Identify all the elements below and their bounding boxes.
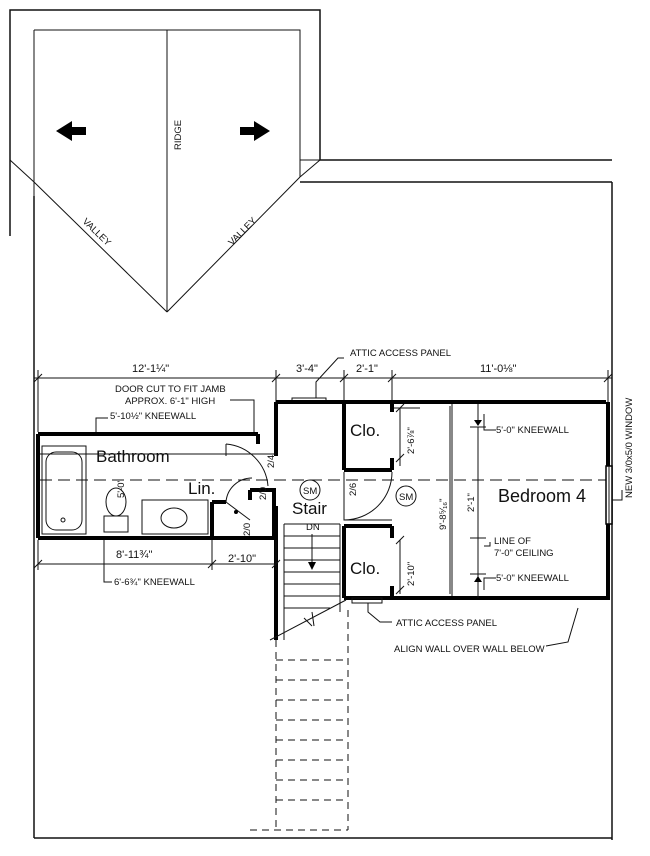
note-window: NEW 3/0x5/0 WINDOW xyxy=(624,398,635,498)
valley-right-label: VALLEY xyxy=(226,215,259,248)
closet-top-dim: 2'-6⅞" xyxy=(394,403,420,466)
dim-bath-width: 12'-1¼" xyxy=(132,363,169,375)
bottom-dimension-line: 8'-11¾" 2'-10" 6'-6¾" KNEEWALL xyxy=(33,540,281,588)
top-dimension-line: 12'-1¼" 3'-4" 2'-1" 11'-0⅛" xyxy=(33,363,613,432)
kneewall-notes: 5'-0" KNEEWALL LINE OF 7'-0" CEILING 5'-… xyxy=(483,414,569,590)
note-kneewall-bottom: 5'-0" KNEEWALL xyxy=(496,573,569,584)
room-bathroom: Bathroom xyxy=(96,447,170,466)
dim-bath-height: 5'-0" xyxy=(116,479,127,498)
note-attic-panel-top: ATTIC ACCESS PANEL xyxy=(350,348,451,359)
stair-below-dashed xyxy=(250,610,349,831)
dim-lower-kneewall: 6'-6¾" KNEEWALL xyxy=(114,577,195,588)
smoke-detector-icon: SM xyxy=(299,479,321,501)
interior-walls xyxy=(210,402,394,598)
exterior-walls xyxy=(36,400,610,640)
dim-closet-width: 2'-1" xyxy=(356,363,378,375)
bedroom-door: 2/6 xyxy=(343,471,393,521)
smoke-label-1: SM xyxy=(303,486,317,497)
dim-bedroom-width: 11'-0⅛" xyxy=(480,363,516,375)
toilet xyxy=(103,487,129,533)
bathtub xyxy=(41,445,87,535)
sink-vanity xyxy=(141,499,209,535)
room-linen: Lin. xyxy=(188,479,215,498)
note-align-wall: ALIGN WALL OVER WALL BELOW xyxy=(394,644,545,655)
room-bedroom-4: Bedroom 4 xyxy=(498,486,586,506)
bedroom-depth-dim: 9'-8⁵⁄₁₆" xyxy=(438,406,451,594)
dim-door-2-6: 2/6 xyxy=(348,483,359,496)
dim-linen-bottom: 2'-10" xyxy=(228,553,256,565)
dim-stair-width: 3'-4" xyxy=(296,363,318,375)
bath-door: 2/4 xyxy=(225,443,277,487)
kneewall-lines xyxy=(40,404,606,596)
dim-closet-top-depth: 2'-6⅞" xyxy=(406,427,417,454)
attic-access-panel-bottom: ATTIC ACCESS PANEL xyxy=(351,597,497,629)
smoke-detector-icon: SM xyxy=(395,485,417,507)
note-ceiling-line1: LINE OF xyxy=(494,536,531,547)
stair-dn-arrow xyxy=(308,534,316,570)
ridge-label: RIDGE xyxy=(173,120,184,150)
dim-bedroom-depth: 9'-8⁵⁄₁₆" xyxy=(438,499,449,530)
smoke-label-2: SM xyxy=(399,492,413,503)
room-closet-bottom: Clo. xyxy=(350,559,380,578)
dim-door-2-0-lower: 2/0 xyxy=(242,523,253,536)
room-closet-top: Clo. xyxy=(350,421,380,440)
dim-closet-bottom-depth: 2'-10" xyxy=(406,562,417,586)
ceiling-offset-dim: 2'-1" xyxy=(466,404,486,598)
note-ceiling-line2: 7'-0" CEILING xyxy=(494,548,554,559)
room-stair: Stair xyxy=(292,499,327,518)
arrow-right-icon xyxy=(240,121,270,141)
dim-bath-kneewall: 5'-10½" KNEEWALL xyxy=(110,411,196,422)
dim-bath-bottom: 8'-11¾" xyxy=(116,549,152,561)
window-icon: NEW 3/0x5/0 WINDOW xyxy=(605,398,635,525)
door-cut-note: DOOR CUT TO FIT JAMB APPROX. 6'-1" HIGH … xyxy=(95,384,255,436)
note-door-cut-line1: DOOR CUT TO FIT JAMB xyxy=(115,384,226,395)
note-door-cut-line2: APPROX. 6'-1" HIGH xyxy=(125,396,215,407)
ridge-line: RIDGE xyxy=(166,30,184,312)
dim-door-2-0: 2/0 xyxy=(258,487,269,500)
stair-dn-label: DN xyxy=(306,522,320,533)
linen-door: 2/0 2/0 xyxy=(225,477,269,536)
dim-ceiling-offset: 2'-1" xyxy=(466,493,477,512)
valley-left-label: VALLEY xyxy=(80,216,113,249)
align-wall-note: ALIGN WALL OVER WALL BELOW xyxy=(394,607,579,655)
note-attic-panel-bottom: ATTIC ACCESS PANEL xyxy=(396,618,497,629)
dim-door-2-4: 2/4 xyxy=(266,455,277,468)
stair-treads xyxy=(269,523,347,641)
note-kneewall-top: 5'-0" KNEEWALL xyxy=(496,425,569,436)
arrow-left-icon xyxy=(56,121,86,141)
attic-access-panel-top: ATTIC ACCESS PANEL xyxy=(291,348,451,404)
closet-bottom-dim: 2'-10" xyxy=(395,535,417,595)
